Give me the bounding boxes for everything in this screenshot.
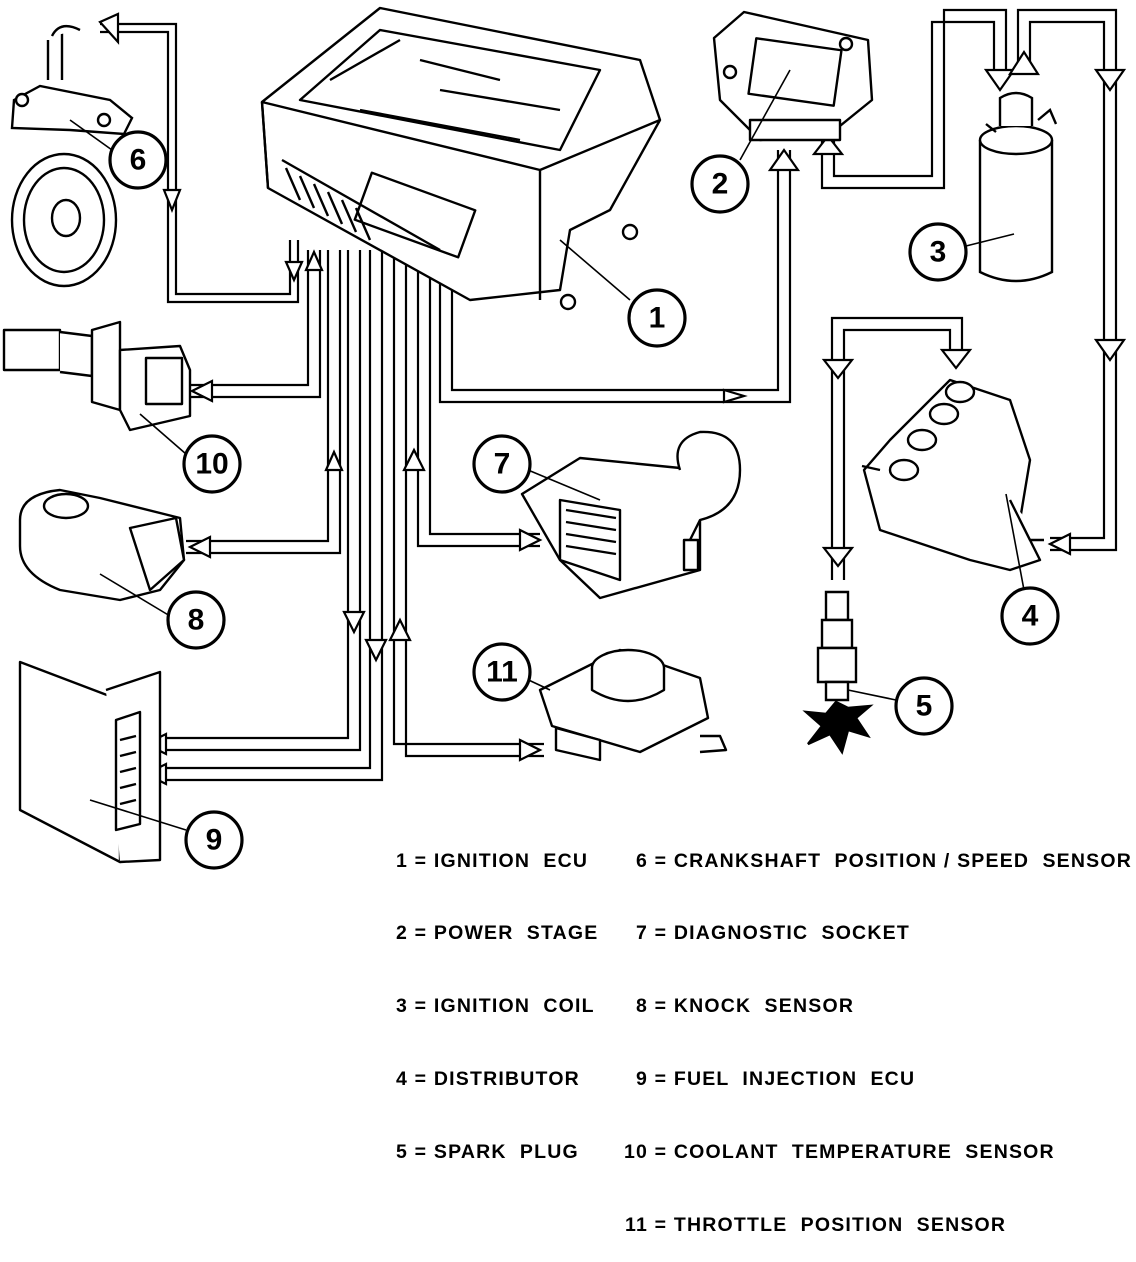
svg-text:3: 3 (930, 236, 947, 269)
callout-11: 11 (472, 642, 532, 702)
legend-item: 6 = CRANKSHAFT POSITION / SPEED SENSOR (635, 849, 1132, 872)
wire-fuel-ecu-1 (140, 250, 362, 752)
fuel-injection-ecu-drawing (18, 660, 162, 864)
svg-text:10: 10 (195, 448, 228, 481)
wiring (98, 8, 1127, 786)
wire-fuel-ecu-2 (140, 250, 384, 782)
throttle-sensor-drawing (538, 648, 728, 762)
callout-8: 8 (166, 590, 226, 650)
ignition-coil-drawing (978, 91, 1058, 283)
svg-text:11: 11 (486, 656, 518, 689)
legend-item: 4 = DISTRIBUTOR (396, 1068, 580, 1091)
legend-item: 3 = IGNITION COIL (396, 995, 595, 1018)
svg-text:2: 2 (712, 168, 729, 201)
diagnostic-socket-drawing (520, 430, 742, 600)
callout-4: 4 (1000, 586, 1060, 646)
svg-text:4: 4 (1022, 600, 1039, 633)
svg-text:9: 9 (206, 824, 223, 857)
knock-sensor-drawing (18, 488, 186, 602)
wire-crankshaft-sensor (100, 22, 300, 304)
callout-1: 1 (627, 288, 687, 348)
legend-item: 1 = IGNITION ECU (396, 849, 589, 872)
svg-text:1: 1 (649, 302, 666, 335)
power-stage-drawing (712, 10, 874, 142)
callout-10: 10 (182, 434, 242, 494)
legend-left: 1 = IGNITION ECU 2 = POWER STAGE 3 = IGN… (396, 800, 599, 1189)
wire-diagnostic (416, 250, 540, 548)
wire-throttle-sensor (392, 250, 544, 758)
callout-5: 5 (894, 676, 954, 736)
ignition-ecu-drawing (260, 6, 662, 311)
leader-lines (69, 69, 1025, 831)
callout-9: 9 (184, 810, 244, 870)
svg-text:8: 8 (188, 604, 205, 637)
wire-coolant-sensor (188, 250, 322, 399)
wire-power-stage (438, 150, 792, 404)
legend-item: 8 = KNOCK SENSOR (635, 995, 855, 1018)
callout-3: 3 (908, 222, 968, 282)
wire-spark-plug (830, 316, 964, 580)
spark-plug-drawing (802, 590, 874, 755)
legend-right: 6 = CRANKSHAFT POSITION / SPEED SENSOR 7… (624, 800, 1132, 1262)
callout-2: 2 (690, 154, 750, 214)
callouts: 1 2 3 4 5 6 7 8 9 10 11 (108, 130, 1060, 870)
svg-text:6: 6 (130, 144, 147, 177)
coolant-sensor-drawing (2, 320, 192, 432)
svg-text:5: 5 (916, 690, 933, 723)
arrow-crankshaft (98, 12, 120, 45)
legend-item: 10 = COOLANT TEMPERATURE SENSOR (624, 1141, 1055, 1164)
wire-coil-distributor (1016, 8, 1118, 552)
legend-item: 7 = DIAGNOSTIC SOCKET (635, 922, 910, 945)
wire-coil (820, 8, 1008, 190)
callout-7: 7 (472, 434, 532, 494)
legend-item: 9 = FUEL INJECTION ECU (635, 1068, 916, 1091)
distributor-drawing (861, 378, 1044, 572)
callout-6: 6 (108, 130, 168, 190)
legend-item: 11 = THROTTLE POSITION SENSOR (624, 1214, 1007, 1237)
crankshaft-sensor-drawing (10, 24, 134, 288)
legend-item: 2 = POWER STAGE (396, 922, 599, 945)
svg-text:7: 7 (494, 448, 511, 481)
ignition-system-diagram: 1 2 3 4 5 6 7 8 9 10 11 (2, 6, 1127, 870)
legend-item: 5 = SPARK PLUG (396, 1141, 579, 1164)
wire-knock-sensor (186, 250, 342, 555)
